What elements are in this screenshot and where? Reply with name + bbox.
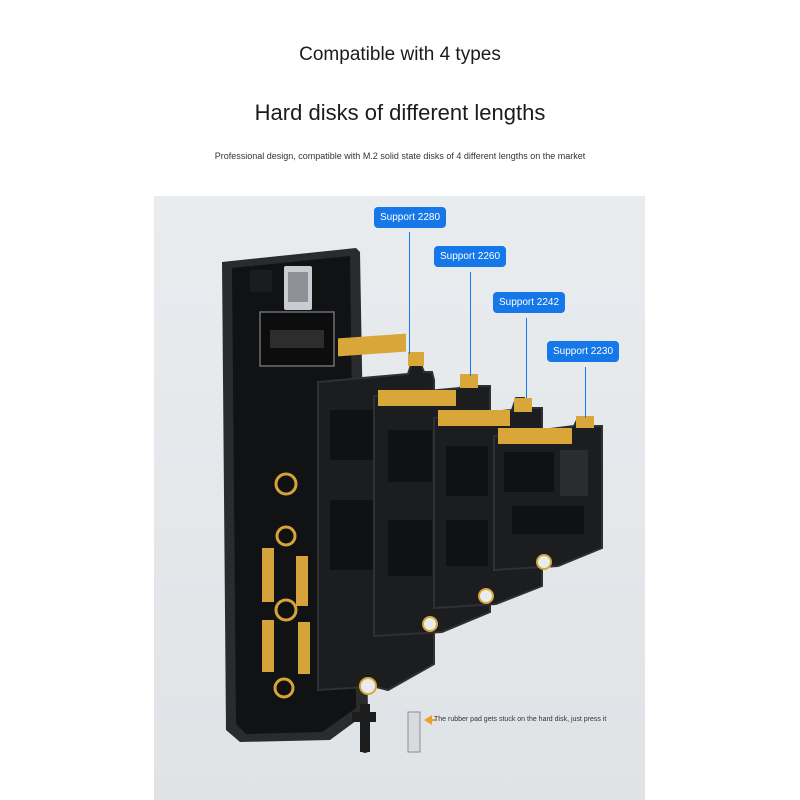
badge-2230: Support 2230 bbox=[547, 341, 620, 362]
badge-2260: Support 2260 bbox=[434, 246, 507, 267]
badge-2280: Support 2280 bbox=[374, 207, 447, 228]
rubber-pad-note: The rubber pad gets stuck on the hard di… bbox=[434, 716, 607, 723]
page-title: Compatible with 4 types bbox=[299, 44, 501, 65]
page-heading: Hard disks of different lengths bbox=[254, 100, 546, 125]
page-subtitle: Professional design, compatible with M.2… bbox=[214, 151, 586, 161]
badge-line-2242 bbox=[526, 318, 527, 398]
ssd-2230 bbox=[493, 416, 603, 572]
badge-line-2230 bbox=[585, 367, 586, 418]
rubber-pad bbox=[352, 704, 421, 753]
badge-line-2280 bbox=[409, 232, 410, 354]
badge-line-2260 bbox=[470, 272, 471, 376]
badge-2242: Support 2242 bbox=[493, 292, 566, 313]
arrow-icon bbox=[424, 715, 436, 725]
